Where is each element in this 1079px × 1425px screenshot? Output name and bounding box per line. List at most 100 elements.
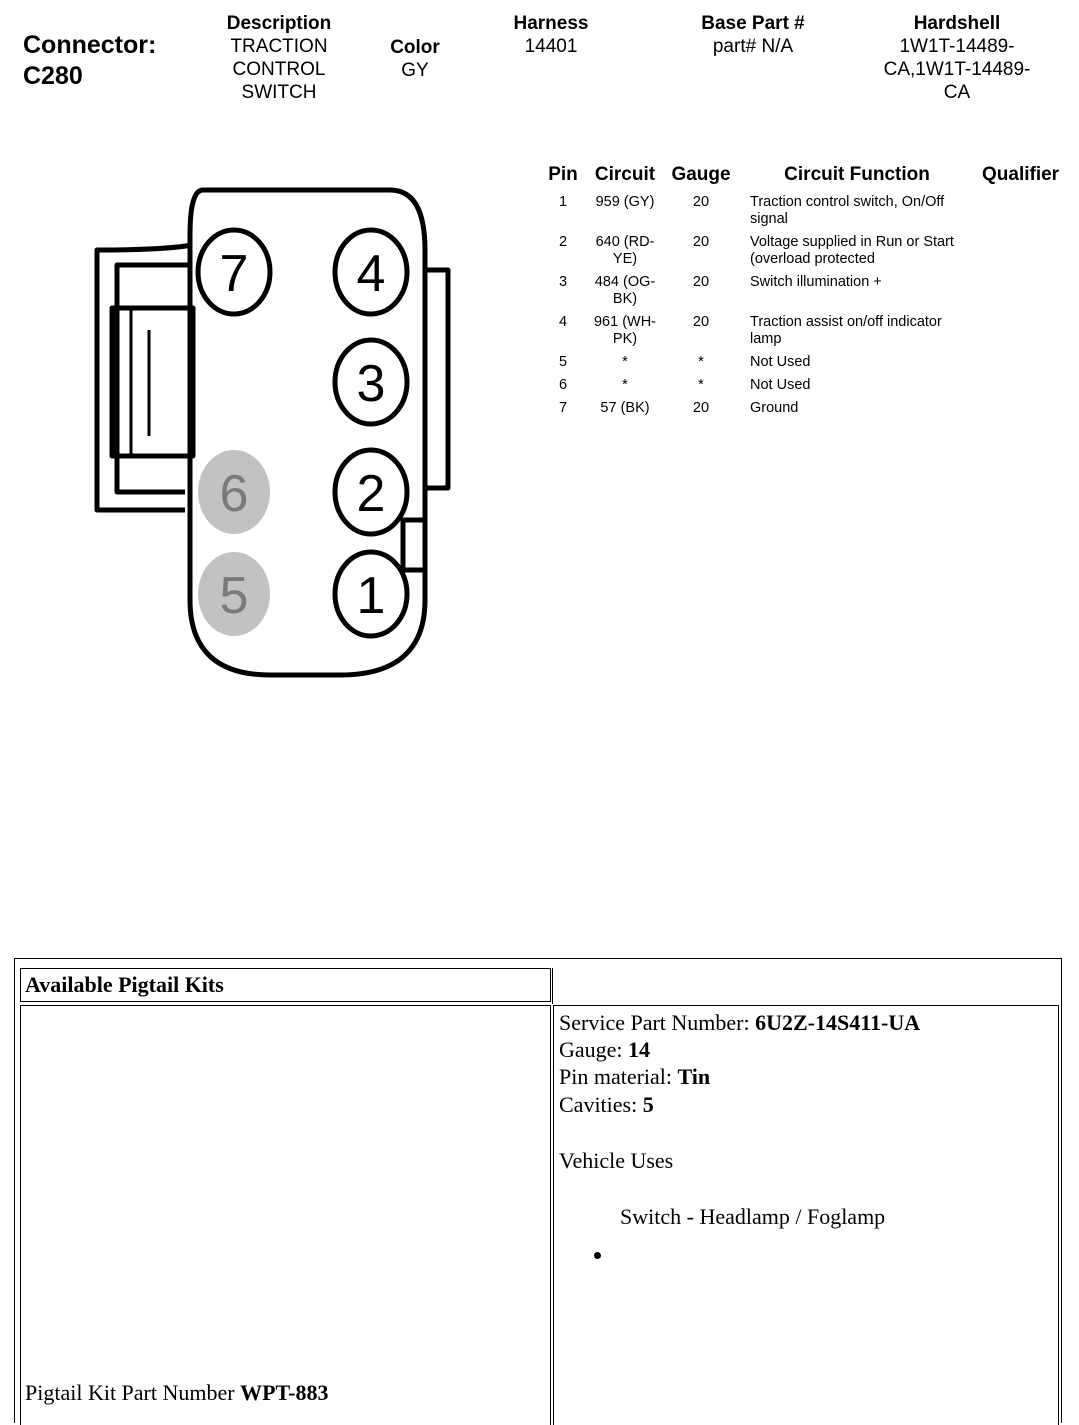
color-value: GY [401,60,429,81]
header-function: Circuit Function [784,164,930,185]
pin-cavity-7: 7 [195,227,273,317]
gauge-label: Gauge: [559,1037,629,1062]
pin-function: Not Used [750,354,811,370]
latch-housing [94,242,193,513]
table-row: 6 * * Not Used [540,377,1065,400]
pin-circle [332,549,410,639]
color-heading: Color [390,37,440,58]
vehicle-uses-heading: Vehicle Uses [559,1148,674,1173]
hardshell-line: CA [943,82,971,103]
pin-gauge: 20 [692,400,710,416]
pin-qualifier [976,377,1065,400]
connector-id: C280 [23,62,83,90]
pin-circle [198,552,270,636]
pin-table: Pin Circuit Gauge Circuit Function Quali… [540,160,1065,423]
pin-gauge: 20 [692,234,710,250]
pin-circuit: * [622,377,628,393]
pin-gauge: * [698,354,704,370]
pin-cavity-1: 1 [332,549,410,639]
base-part-column: Base Part # part# N/A [680,12,826,58]
pin-label: 6 [220,465,249,523]
pin-circuit: 959 (GY) [595,194,655,210]
pin-circle [332,337,410,427]
right-key [422,267,451,491]
pin-qualifier [976,400,1065,423]
pigtail-kit-part-number: Pigtail Kit Part Number WPT-883 [25,1380,329,1406]
pin-layer: 7 4 3 6 2 5 1 [195,227,410,639]
pigtail-kits-title: Available Pigtail Kits [20,968,551,1002]
latch-tab [109,305,196,459]
pin-number: 2 [558,234,568,250]
pin-circuit: 57 (BK) [600,400,650,416]
pin-qualifier [976,234,1065,274]
pin-number: 4 [558,314,568,330]
table-row: 1 959 (GY) 20 Traction control switch, O… [540,194,1065,234]
pin-function: Traction control switch, On/Off signal [750,194,945,227]
gauge-line: Gauge: 14 [559,1037,650,1063]
vehicle-use-item: Switch - Headlamp / Foglamp [620,1204,886,1229]
table-row: 7 57 (BK) 20 Ground [540,400,1065,423]
pin-number: 7 [558,400,568,416]
pin-qualifier [976,274,1065,314]
pin-function: Ground [750,400,799,416]
hardshell-column: Hardshell 1W1T-14489- CA,1W1T-14489- CA [862,12,1052,104]
hardshell-heading: Hardshell [913,13,1001,34]
pin-cavity-5: 5 [198,552,270,636]
table-row: 3 484 (OG-BK) 20 Switch illumination + [540,274,1065,314]
pin-circuit: 484 (OG-BK) [594,274,656,307]
hardshell-line: CA,1W1T-14489- [883,59,1031,80]
pin-cavity-2: 2 [332,447,410,537]
table-row: 5 * * Not Used [540,354,1065,377]
header-pin: Pin [548,164,578,185]
header-circuit: Circuit [594,164,656,185]
description-line: CONTROL [232,59,326,80]
pigtail-details-cell: Service Part Number: 6U2Z-14S411-UA Gaug… [553,1005,1059,1425]
description-line: SWITCH [241,82,317,103]
pin-gauge: 20 [692,274,710,290]
pin-function: Switch illumination + [750,274,882,290]
pin-qualifier [976,194,1065,234]
service-part-line: Service Part Number: 6U2Z-14S411-UA [559,1010,920,1036]
pin-cavity-6: 6 [198,450,270,534]
latch-inner [114,262,192,495]
pin-label: 1 [357,567,386,625]
kit-part-value: WPT-883 [240,1380,329,1405]
pin-cavity-3: 3 [332,337,410,427]
connector-face-diagram: 7 4 3 6 2 5 1 [94,187,451,678]
harness-column: Harness 14401 [495,12,607,58]
table-row: 2 640 (RD-YE) 20 Voltage supplied in Run… [540,234,1065,274]
pin-function: Traction assist on/off indicator lamp [750,314,942,347]
kit-part-label: Pigtail Kit Part Number [25,1380,241,1405]
harness-heading: Harness [513,13,589,34]
pin-number: 3 [558,274,568,290]
bullet-icon [594,1252,601,1259]
pin-label: 3 [357,355,386,413]
service-part-label: Service Part Number: [559,1010,756,1035]
harness-value: 14401 [524,36,578,57]
pin-function: Not Used [750,377,811,393]
lower-key [400,517,428,573]
pin-material-value: Tin [677,1064,711,1089]
pin-circuit: * [622,354,628,370]
pin-number: 1 [558,194,568,210]
pin-label: 4 [357,245,386,303]
pin-material-line: Pin material: Tin [559,1064,710,1090]
pin-function: Voltage supplied in Run or Start (overlo… [750,234,954,267]
cavities-label: Cavities: [559,1092,643,1117]
gauge-value: 14 [628,1037,651,1062]
pin-gauge: 20 [692,194,710,210]
pin-circuit: 961 (WH-PK) [593,314,657,347]
pin-circle [195,227,273,317]
pin-label: 5 [220,567,249,625]
color-column: Color GY [375,36,455,82]
pin-table-header: Pin Circuit Gauge Circuit Function Quali… [540,160,1065,194]
description-column: Description TRACTION CONTROL SWITCH [210,12,348,104]
service-part-value: 6U2Z-14S411-UA [755,1010,921,1035]
pin-number: 5 [558,354,568,370]
connector-body [187,187,428,678]
hardshell-line: 1W1T-14489- [899,36,1015,57]
pigtail-header-blank [552,968,1057,1004]
cavities-line: Cavities: 5 [559,1092,654,1118]
description-heading: Description [226,13,332,34]
pin-circuit: 640 (RD-YE) [595,234,655,267]
